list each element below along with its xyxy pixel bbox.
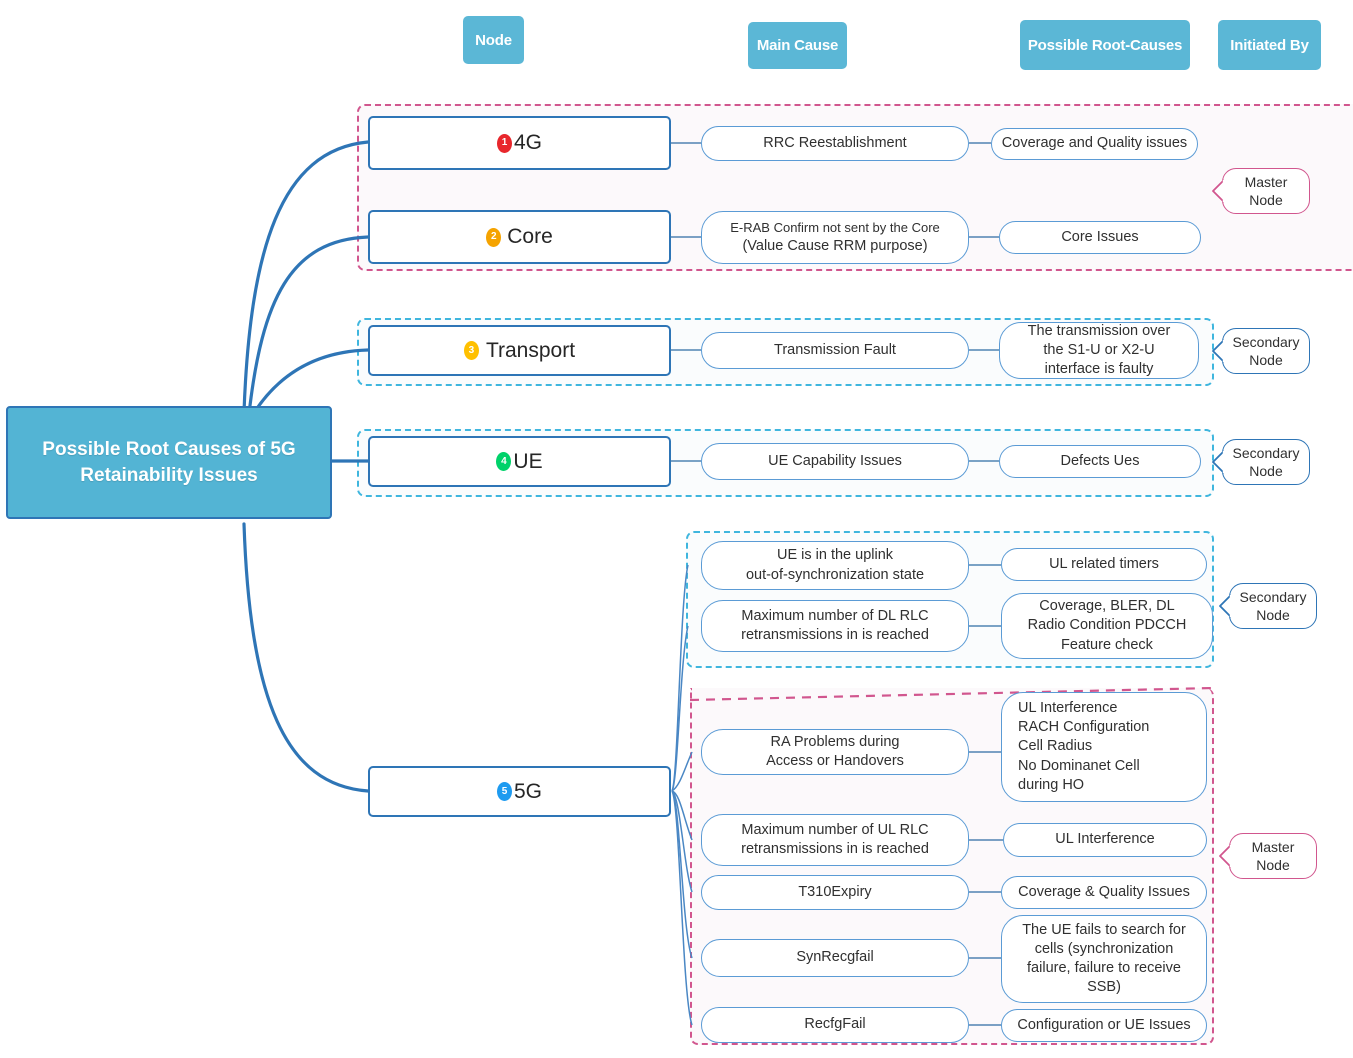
callout-beak-icon [1212,450,1224,474]
cause-recfgfail[interactable]: RecfgFail [701,1007,969,1043]
rootcause-synrecg-line3: failure, failure to receive [1027,960,1181,976]
rootcause-coverage-quality-issues[interactable]: Coverage & Quality Issues [1001,876,1207,909]
rootcause-ra-line3: Cell Radius [1018,738,1093,755]
root-node[interactable]: Possible Root Causes of 5G Retainability… [6,406,332,519]
callout-secondary-line1: Secondary [1232,333,1300,350]
callout-master-line2: Node [1249,192,1283,208]
rootcause-defects-ues[interactable]: Defects Ues [999,445,1201,478]
cause-dlrlc-line2: retransmissions in is reached [741,627,929,643]
rootcause-synrecg-line2: cells (synchronization [1034,940,1174,957]
cause-transmission-fault[interactable]: Transmission Fault [701,332,969,369]
rootcause-transmission-faulty[interactable]: The transmission over the S1-U or X2-U i… [999,322,1199,379]
rootcause-synrecg-line4: SSB) [1087,979,1121,996]
rootcause-core-issues[interactable]: Core Issues [999,221,1201,254]
rootcause-ra-line2: RACH Configuration [1018,719,1150,736]
node-transport[interactable]: 3 Transport [368,325,671,376]
rootcause-ra-line5: during HO [1018,776,1085,793]
callout-beak-icon [1212,179,1224,203]
column-header-main-cause: Main Cause [748,22,847,69]
callout-beak-icon [1212,339,1224,363]
callout-secondary-node-transport[interactable]: Secondary Node [1212,328,1310,374]
callout-master-node-4g-core[interactable]: Master Node [1212,168,1310,214]
node-ue-label: UE [513,449,543,473]
cause-uplink-line2: out-of-synchronization state [745,566,925,583]
node-5g[interactable]: 5 5G [368,766,671,817]
cause-erab-line1: E-RAB Confirm not sent by the Core [730,219,940,235]
rootcause-coverage-and-quality-issues[interactable]: Coverage and Quality issues [991,128,1198,160]
bullet-3-icon: 3 [463,341,479,360]
callout-beak-icon [1219,594,1231,618]
cause-ra-problems[interactable]: RA Problems during Access or Handovers [701,729,969,775]
callout-secondary-line2: Node [1249,463,1283,479]
cause-rrc-reestablishment[interactable]: RRC Reestablishment [701,126,969,161]
callout-secondary-line1: Secondary [1232,444,1300,461]
callout-master-line2: Node [1256,857,1290,873]
rootcause-synrecgfail-detail[interactable]: The UE fails to search for cells (synchr… [1001,915,1207,1003]
cause-ue-capability-issues[interactable]: UE Capability Issues [701,443,969,480]
cause-max-ul-rlc-retransmissions[interactable]: Maximum number of UL RLC retransmissions… [701,814,969,866]
rootcause-configuration-or-ue-issues[interactable]: Configuration or UE Issues [1001,1009,1207,1042]
rootcause-ra-line4: No Dominanet Cell [1018,757,1140,774]
cause-dlrlc-line1: Maximum number of DL RLC [741,607,929,624]
node-4g[interactable]: 1 4G [368,116,671,170]
node-4g-label: 4G [513,131,542,154]
column-header-node: Node [463,16,524,64]
cause-ulrlc-line2: retransmissions in is reached [741,841,929,857]
node-core-label: Core [507,225,553,248]
cause-ra-line2: Access or Handovers [766,753,904,769]
cause-t310-expiry[interactable]: T310Expiry [701,875,969,910]
cause-max-dl-rlc-retransmissions[interactable]: Maximum number of DL RLC retransmissions… [701,600,969,652]
rootcause-synrecg-line1: The UE fails to search for [1022,921,1186,938]
node-transport-label: Transport [485,338,576,362]
node-transport-label-wrap: 3 Transport [463,338,576,363]
cause-uplink-out-of-sync[interactable]: UE is in the uplink out-of-synchronizati… [701,541,969,590]
cause-uplink-line1: UE is in the uplink [776,547,894,564]
callout-secondary-line2: Node [1256,607,1290,623]
cause-erab-confirm[interactable]: E-RAB Confirm not sent by the Core (Valu… [701,211,969,264]
rootcause-bler-line2: Radio Condition PDCCH [1027,617,1187,634]
rootcause-bler-line1: Coverage, BLER, DL [1039,598,1175,615]
rootcause-transmission-line1: The transmission over [1027,322,1171,339]
rootcause-ul-related-timers[interactable]: UL related timers [1001,548,1207,581]
callout-master-line1: Master [1244,173,1288,190]
node-ue[interactable]: 4 UE [368,436,671,487]
callout-master-node-5g[interactable]: Master Node [1219,833,1317,879]
rootcause-ra-problems-list[interactable]: UL Interference RACH Configuration Cell … [1001,692,1207,802]
callout-secondary-line1: Secondary [1239,588,1307,605]
column-header-initiated-by: Initiated By [1218,20,1321,70]
cause-synrecgfail[interactable]: SynRecgfail [701,939,969,977]
cause-ulrlc-line1: Maximum number of UL RLC [741,821,929,838]
bullet-4-icon: 4 [496,452,512,471]
node-5g-label-wrap: 5 5G [496,779,542,804]
rootcause-bler-line3: Feature check [1061,636,1153,653]
rootcause-transmission-line2: the S1-U or X2-U [1043,341,1155,358]
bullet-1-icon: 1 [496,133,512,153]
cause-ra-line1: RA Problems during [770,733,900,750]
callout-master-line1: Master [1251,838,1295,855]
rootcause-ra-line1: UL Interference [1018,700,1118,717]
rootcause-transmission-line3: interface is faulty [1044,361,1154,378]
bullet-5-icon: 5 [496,782,512,801]
node-core[interactable]: 2 Core [368,210,671,264]
callout-beak-icon [1219,844,1231,868]
rootcause-coverage-bler-dl[interactable]: Coverage, BLER, DL Radio Condition PDCCH… [1001,593,1213,659]
bullet-2-icon: 2 [486,227,502,247]
cause-erab-line2: (Value Cause RRM purpose) [742,238,928,255]
callout-secondary-line2: Node [1249,352,1283,368]
node-core-label-wrap: 2 Core [486,225,553,249]
callout-secondary-node-5g[interactable]: Secondary Node [1219,583,1317,629]
node-5g-label: 5G [513,779,542,803]
node-ue-label-wrap: 4 UE [496,449,543,474]
column-header-possible-root-causes: Possible Root-Causes [1020,20,1190,70]
rootcause-ul-interference[interactable]: UL Interference [1003,823,1207,857]
node-4g-label-wrap: 1 4G [496,131,542,155]
callout-secondary-node-ue[interactable]: Secondary Node [1212,439,1310,485]
